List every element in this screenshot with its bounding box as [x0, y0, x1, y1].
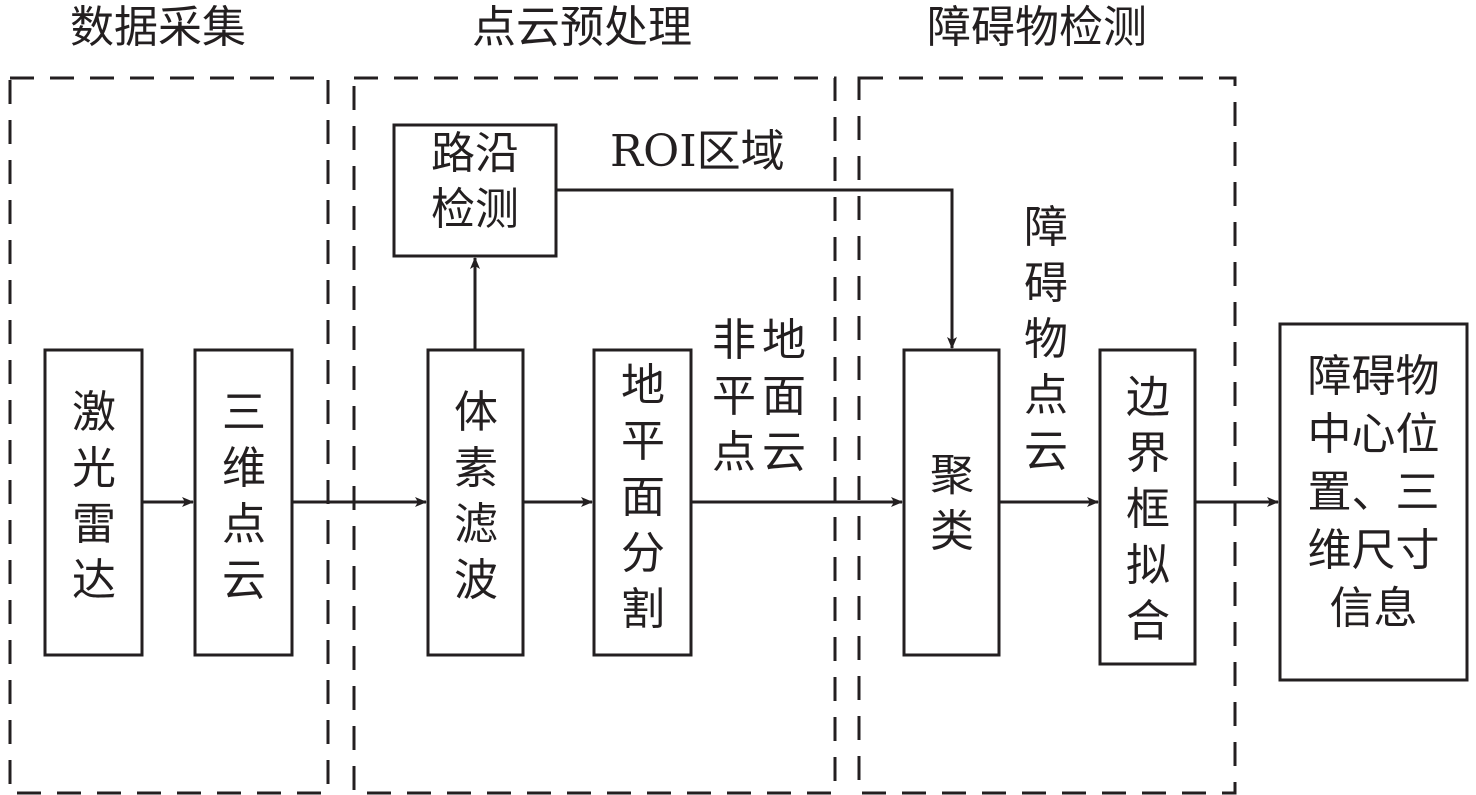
- node-clustering: 聚类: [930, 450, 974, 557]
- edge-curb-roi-to-clustering: [556, 188, 957, 349]
- node-lidar: 激光雷达: [72, 387, 116, 606]
- node-box-pointcloud3d: [193, 348, 294, 657]
- node-output-line-4: 维尺寸: [1307, 525, 1440, 576]
- edge-label-non-ground-col1: 非平点: [712, 315, 756, 478]
- node-output-line-1: 障碍物: [1307, 351, 1440, 402]
- node-voxel-filter: 体素滤波: [454, 387, 498, 606]
- node-ground-segmentation: 地平面分割: [621, 360, 665, 635]
- stage-box-preprocessing: [352, 76, 837, 795]
- node-curb-line-2: 检测: [431, 184, 519, 235]
- edge-label-non-ground-col2: 地面云: [762, 315, 806, 478]
- node-box-lidar: [43, 348, 144, 657]
- stage-title-preprocessing: 点云预处理: [472, 2, 692, 53]
- node-bbox-fitting: 边界框拟合: [1126, 372, 1170, 647]
- node-output-line-2: 中心位: [1307, 409, 1440, 460]
- node-box-clustering: [902, 348, 1001, 657]
- edge-label-obstacle-points: 障碍物点云: [1024, 202, 1068, 477]
- stage-title-obstacle-detection: 障碍物检测: [927, 2, 1147, 53]
- stage-box-obstacle-detection: [857, 76, 1237, 795]
- node-curb-line-1: 路沿: [431, 128, 519, 179]
- node-output-line-5: 信息: [1329, 583, 1418, 634]
- node-box-curb-detection: [392, 123, 558, 258]
- node-pointcloud3d: 三维点云: [222, 387, 266, 606]
- node-box-output: [1278, 322, 1469, 682]
- node-curb-detection: 路沿 检测: [396, 132, 554, 244]
- edge-label-roi: ROI区域: [610, 126, 785, 177]
- node-output-line-3: 置、三: [1307, 467, 1440, 518]
- node-box-bbox-fitting: [1098, 348, 1197, 666]
- stage-title-data-acquisition: 数据采集: [70, 2, 246, 53]
- node-output: 障碍物 中心位 置、三 维尺寸 信息: [1282, 355, 1465, 645]
